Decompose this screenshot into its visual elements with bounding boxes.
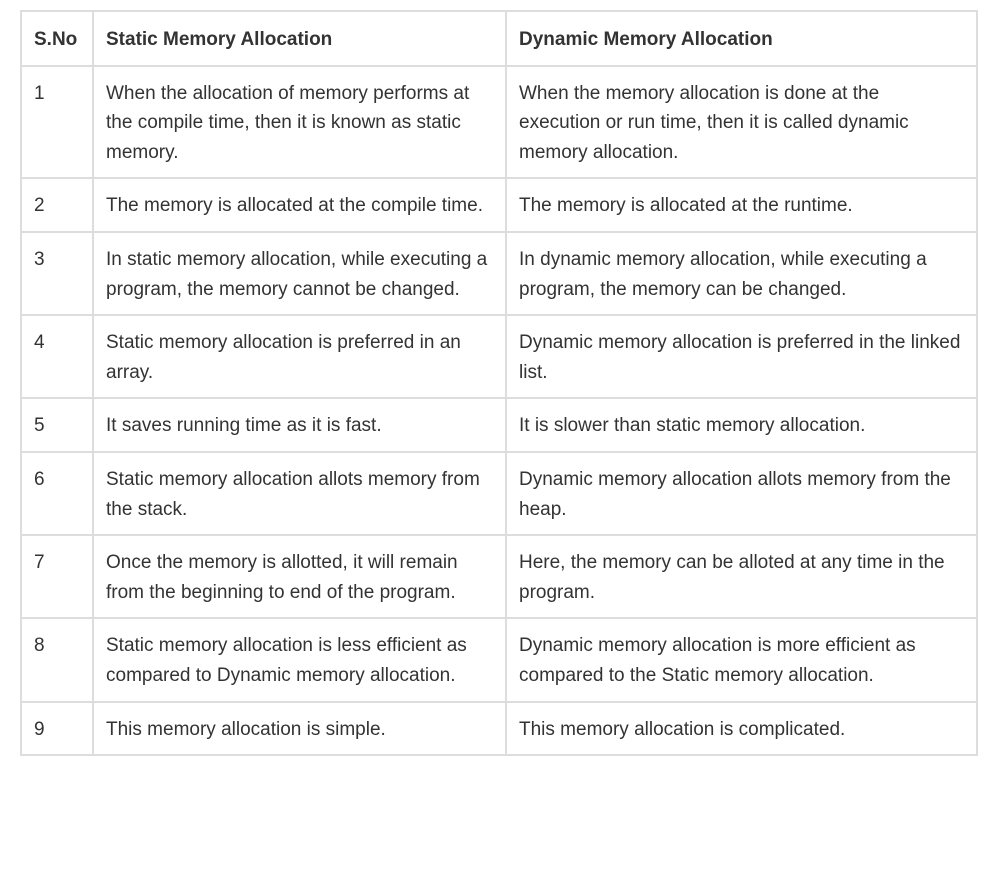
table-row: 9 This memory allocation is simple. This… — [20, 700, 978, 757]
row-dynamic-cell: In dynamic memory allocation, while exec… — [505, 230, 978, 317]
row-dynamic-cell: This memory allocation is complicated. — [505, 700, 978, 757]
row-static-cell: Once the memory is allotted, it will rem… — [92, 534, 507, 620]
row-serial-number: 6 — [20, 450, 94, 537]
row-dynamic-cell: Dynamic memory allocation allots memory … — [505, 450, 978, 537]
header-dynamic-memory: Dynamic Memory Allocation — [505, 10, 978, 67]
row-dynamic-cell: Dynamic memory allocation is more effici… — [505, 617, 978, 703]
row-serial-number: 5 — [20, 397, 94, 453]
row-static-cell: Static memory allocation is preferred in… — [92, 314, 507, 400]
row-serial-number: 4 — [20, 314, 94, 400]
comparison-table: S.No Static Memory Allocation Dynamic Me… — [20, 10, 978, 757]
table-row: 5 It saves running time as it is fast. I… — [20, 397, 978, 453]
table-row: 7 Once the memory is allotted, it will r… — [20, 534, 978, 620]
row-serial-number: 1 — [20, 64, 94, 180]
row-dynamic-cell: It is slower than static memory allocati… — [505, 397, 978, 453]
header-serial-number: S.No — [20, 10, 94, 67]
row-static-cell: Static memory allocation allots memory f… — [92, 450, 507, 537]
row-dynamic-cell: Here, the memory can be alloted at any t… — [505, 534, 978, 620]
row-serial-number: 3 — [20, 230, 94, 317]
row-serial-number: 8 — [20, 617, 94, 703]
table-row: 6 Static memory allocation allots memory… — [20, 450, 978, 537]
table-row: 8 Static memory allocation is less effic… — [20, 617, 978, 703]
row-dynamic-cell: When the memory allocation is done at th… — [505, 64, 978, 180]
table-row: 2 The memory is allocated at the compile… — [20, 177, 978, 233]
table-row: 1 When the allocation of memory performs… — [20, 64, 978, 180]
row-static-cell: The memory is allocated at the compile t… — [92, 177, 507, 233]
row-dynamic-cell: The memory is allocated at the runtime. — [505, 177, 978, 233]
row-static-cell: In static memory allocation, while execu… — [92, 230, 507, 317]
table-header-row: S.No Static Memory Allocation Dynamic Me… — [20, 10, 978, 67]
row-static-cell: This memory allocation is simple. — [92, 700, 507, 757]
row-serial-number: 2 — [20, 177, 94, 233]
row-static-cell: When the allocation of memory performs a… — [92, 64, 507, 180]
comparison-table-container: S.No Static Memory Allocation Dynamic Me… — [20, 10, 978, 757]
row-serial-number: 7 — [20, 534, 94, 620]
row-dynamic-cell: Dynamic memory allocation is preferred i… — [505, 314, 978, 400]
row-static-cell: It saves running time as it is fast. — [92, 397, 507, 453]
table-row: 4 Static memory allocation is preferred … — [20, 314, 978, 400]
header-static-memory: Static Memory Allocation — [92, 10, 507, 67]
row-serial-number: 9 — [20, 700, 94, 757]
row-static-cell: Static memory allocation is less efficie… — [92, 617, 507, 703]
table-row: 3 In static memory allocation, while exe… — [20, 230, 978, 317]
